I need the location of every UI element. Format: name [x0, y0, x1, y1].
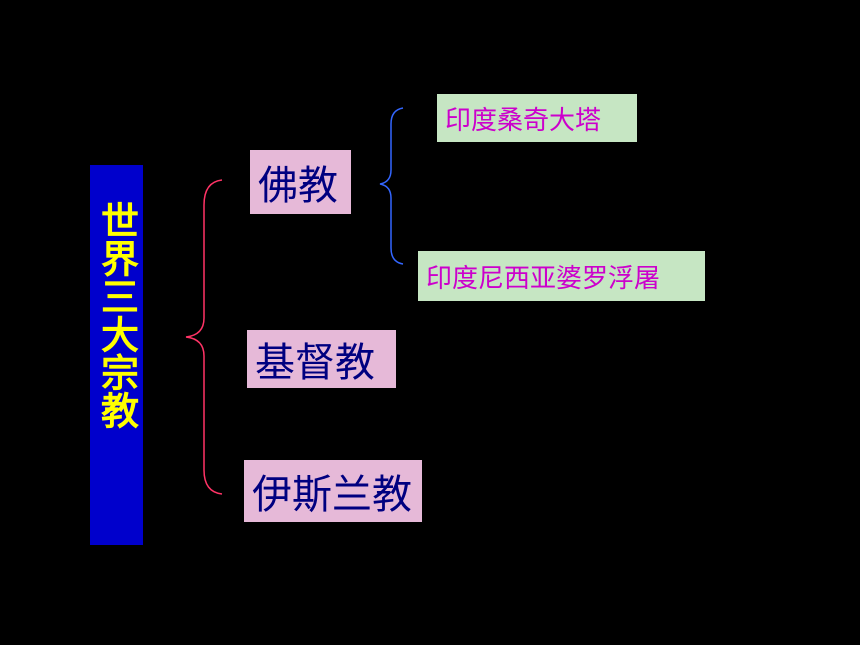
religion-islam-label: 伊斯兰教: [252, 472, 412, 518]
religion-christianity: 基督教: [247, 330, 396, 388]
site-sanchi-stupa-label: 印度桑奇大塔: [445, 105, 602, 136]
site-borobudur-label: 印度尼西亚婆罗浮屠: [426, 263, 661, 294]
religion-buddhism: 佛教: [250, 150, 351, 214]
religion-christianity-label: 基督教: [255, 340, 375, 386]
site-borobudur: 印度尼西亚婆罗浮屠: [418, 251, 705, 301]
buddhism-brace: [379, 107, 404, 265]
main-brace: [185, 179, 223, 495]
title-box: 世界三大宗教: [90, 165, 143, 545]
diagram-title: 世界三大宗教: [94, 201, 139, 429]
religion-islam: 伊斯兰教: [244, 460, 422, 522]
site-sanchi-stupa: 印度桑奇大塔: [437, 94, 637, 142]
religion-buddhism-label: 佛教: [258, 163, 338, 209]
